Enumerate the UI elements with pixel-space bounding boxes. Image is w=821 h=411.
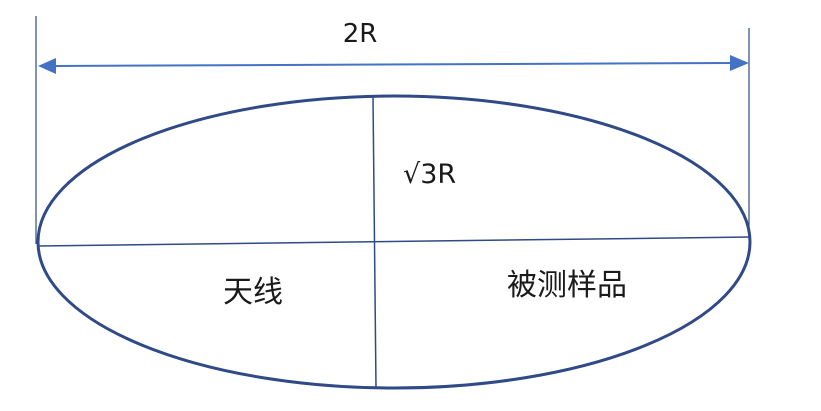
dimension-label: 2R: [343, 19, 378, 49]
major-axis-line: [37, 236, 751, 247]
axis-length-label: √3R: [403, 159, 456, 190]
sample-label: 被测样品: [507, 268, 627, 303]
ellipse-outline: [36, 94, 752, 390]
dimension-arrow: [38, 55, 749, 74]
minor-axis-line: [372, 96, 377, 389]
antenna-label: 天线: [223, 275, 283, 310]
dimension-arrow-left-head: [38, 58, 56, 74]
dimension-arrow-right-head: [730, 55, 749, 71]
dimension-arrow-shaft: [53, 62, 733, 67]
